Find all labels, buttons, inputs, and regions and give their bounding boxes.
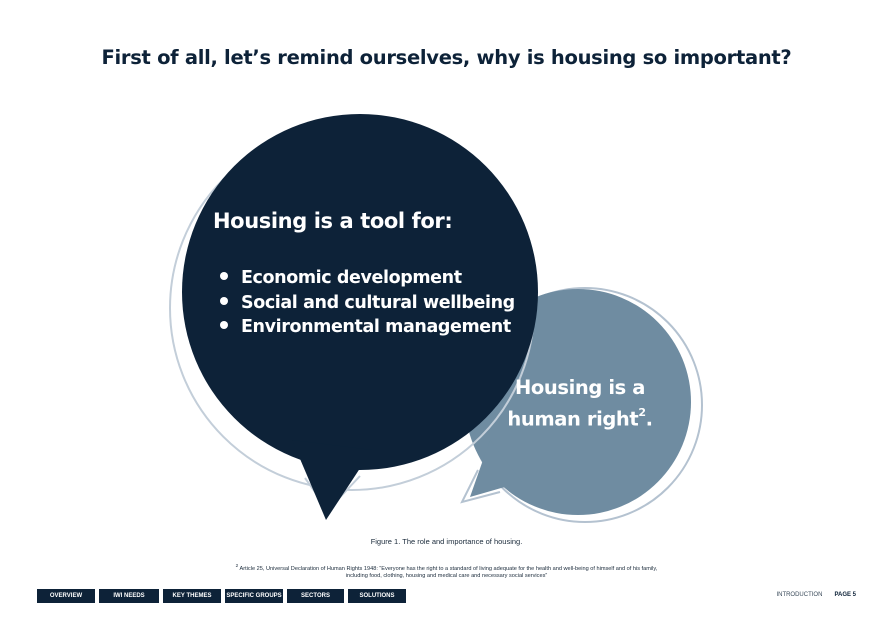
- light-bubble-line-1: Housing is a: [515, 376, 645, 399]
- bullet-icon: [220, 296, 228, 305]
- page-title: First of all, let’s remind ourselves, wh…: [101, 46, 792, 69]
- nav-tab-key-themes[interactable]: KEY THEMES: [163, 589, 221, 603]
- nav-tab-overview[interactable]: OVERVIEW: [37, 589, 95, 603]
- nav-tab-specific-groups[interactable]: SPECIFIC GROUPS: [225, 589, 283, 603]
- list-item-label: Economic development: [241, 268, 462, 288]
- dark-bubble: [182, 114, 538, 520]
- bullet-icon: [220, 272, 228, 280]
- figure-caption: Figure 1. The role and importance of hou…: [370, 537, 523, 546]
- footnote-text-1: Article 25, Universal Declaration of Hum…: [239, 565, 658, 572]
- light-bubble-text: Housing is a human right2.: [490, 374, 670, 433]
- bullet-icon: [220, 321, 228, 329]
- nav-tab-sectors[interactable]: SECTORS: [287, 589, 344, 603]
- dark-bubble-heading: Housing is a tool for:: [213, 209, 453, 233]
- nav-tab-solutions[interactable]: SOLUTIONS: [348, 589, 406, 603]
- page-footer: INTRODUCTION PAGE 5: [776, 592, 856, 598]
- list-item: Economic development: [220, 266, 515, 291]
- light-bubble-period: .: [645, 407, 653, 431]
- footnote-reference: 2: [638, 406, 646, 419]
- dark-bubble-list: Economic development Social and cultural…: [220, 266, 515, 340]
- footnote-marker: 2: [235, 563, 239, 568]
- section-label: INTRODUCTION: [776, 592, 823, 598]
- nav-tab-iwi-needs[interactable]: IWI NEEDS: [99, 589, 159, 603]
- list-item-label: Environmental management: [241, 317, 511, 337]
- section-nav: OVERVIEW IWI NEEDS KEY THEMES SPECIFIC G…: [37, 589, 406, 603]
- light-bubble-line-2: human right2.: [490, 401, 670, 433]
- footnote-line-1: 2 Article 25, Universal Declaration of H…: [0, 562, 893, 573]
- list-item: Social and cultural wellbeing: [220, 291, 515, 316]
- list-item: Environmental management: [220, 315, 515, 340]
- list-item-label: Social and cultural wellbeing: [241, 292, 515, 313]
- footnote-line-2: including food, clothing, housing and me…: [345, 573, 548, 580]
- page-number: PAGE 5: [834, 592, 856, 598]
- light-bubble-line-2-text: human right: [507, 407, 639, 431]
- footnote: 2 Article 25, Universal Declaration of H…: [0, 562, 893, 581]
